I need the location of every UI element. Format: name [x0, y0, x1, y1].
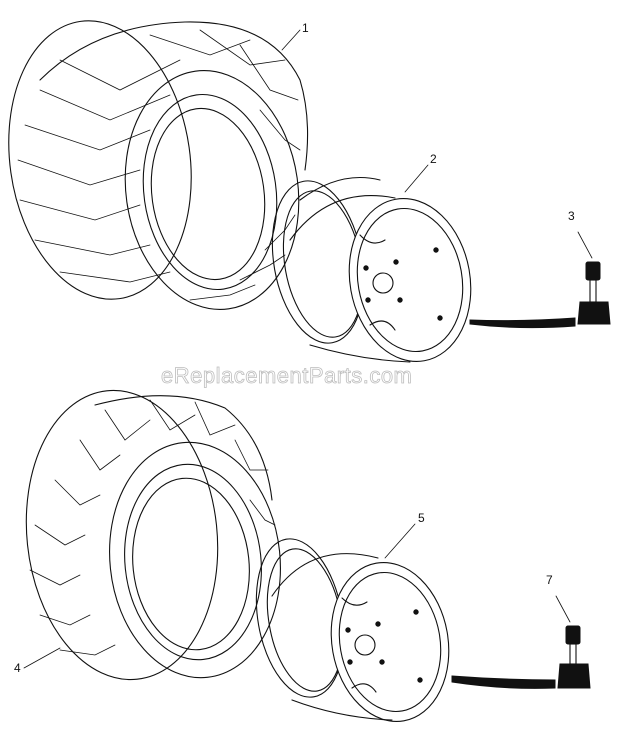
valve-stem-lower: [451, 625, 591, 689]
rim-upper: [271, 177, 472, 363]
tire-upper: [8, 20, 309, 310]
tire-lower: [25, 389, 281, 681]
tread-lugs-lower: [29, 399, 276, 656]
callout-3: 3: [568, 209, 575, 223]
callout-1: 1: [302, 21, 309, 35]
valve-stem-upper: [469, 261, 611, 329]
callout-4: 4: [14, 661, 21, 675]
callout-7: 7: [546, 573, 553, 587]
rim-lower: [255, 538, 450, 722]
watermark: eReplacementParts.com: [161, 363, 412, 388]
callout-5: 5: [418, 511, 425, 525]
tread-lugs-upper: [17, 29, 301, 301]
callout-2: 2: [430, 152, 437, 166]
